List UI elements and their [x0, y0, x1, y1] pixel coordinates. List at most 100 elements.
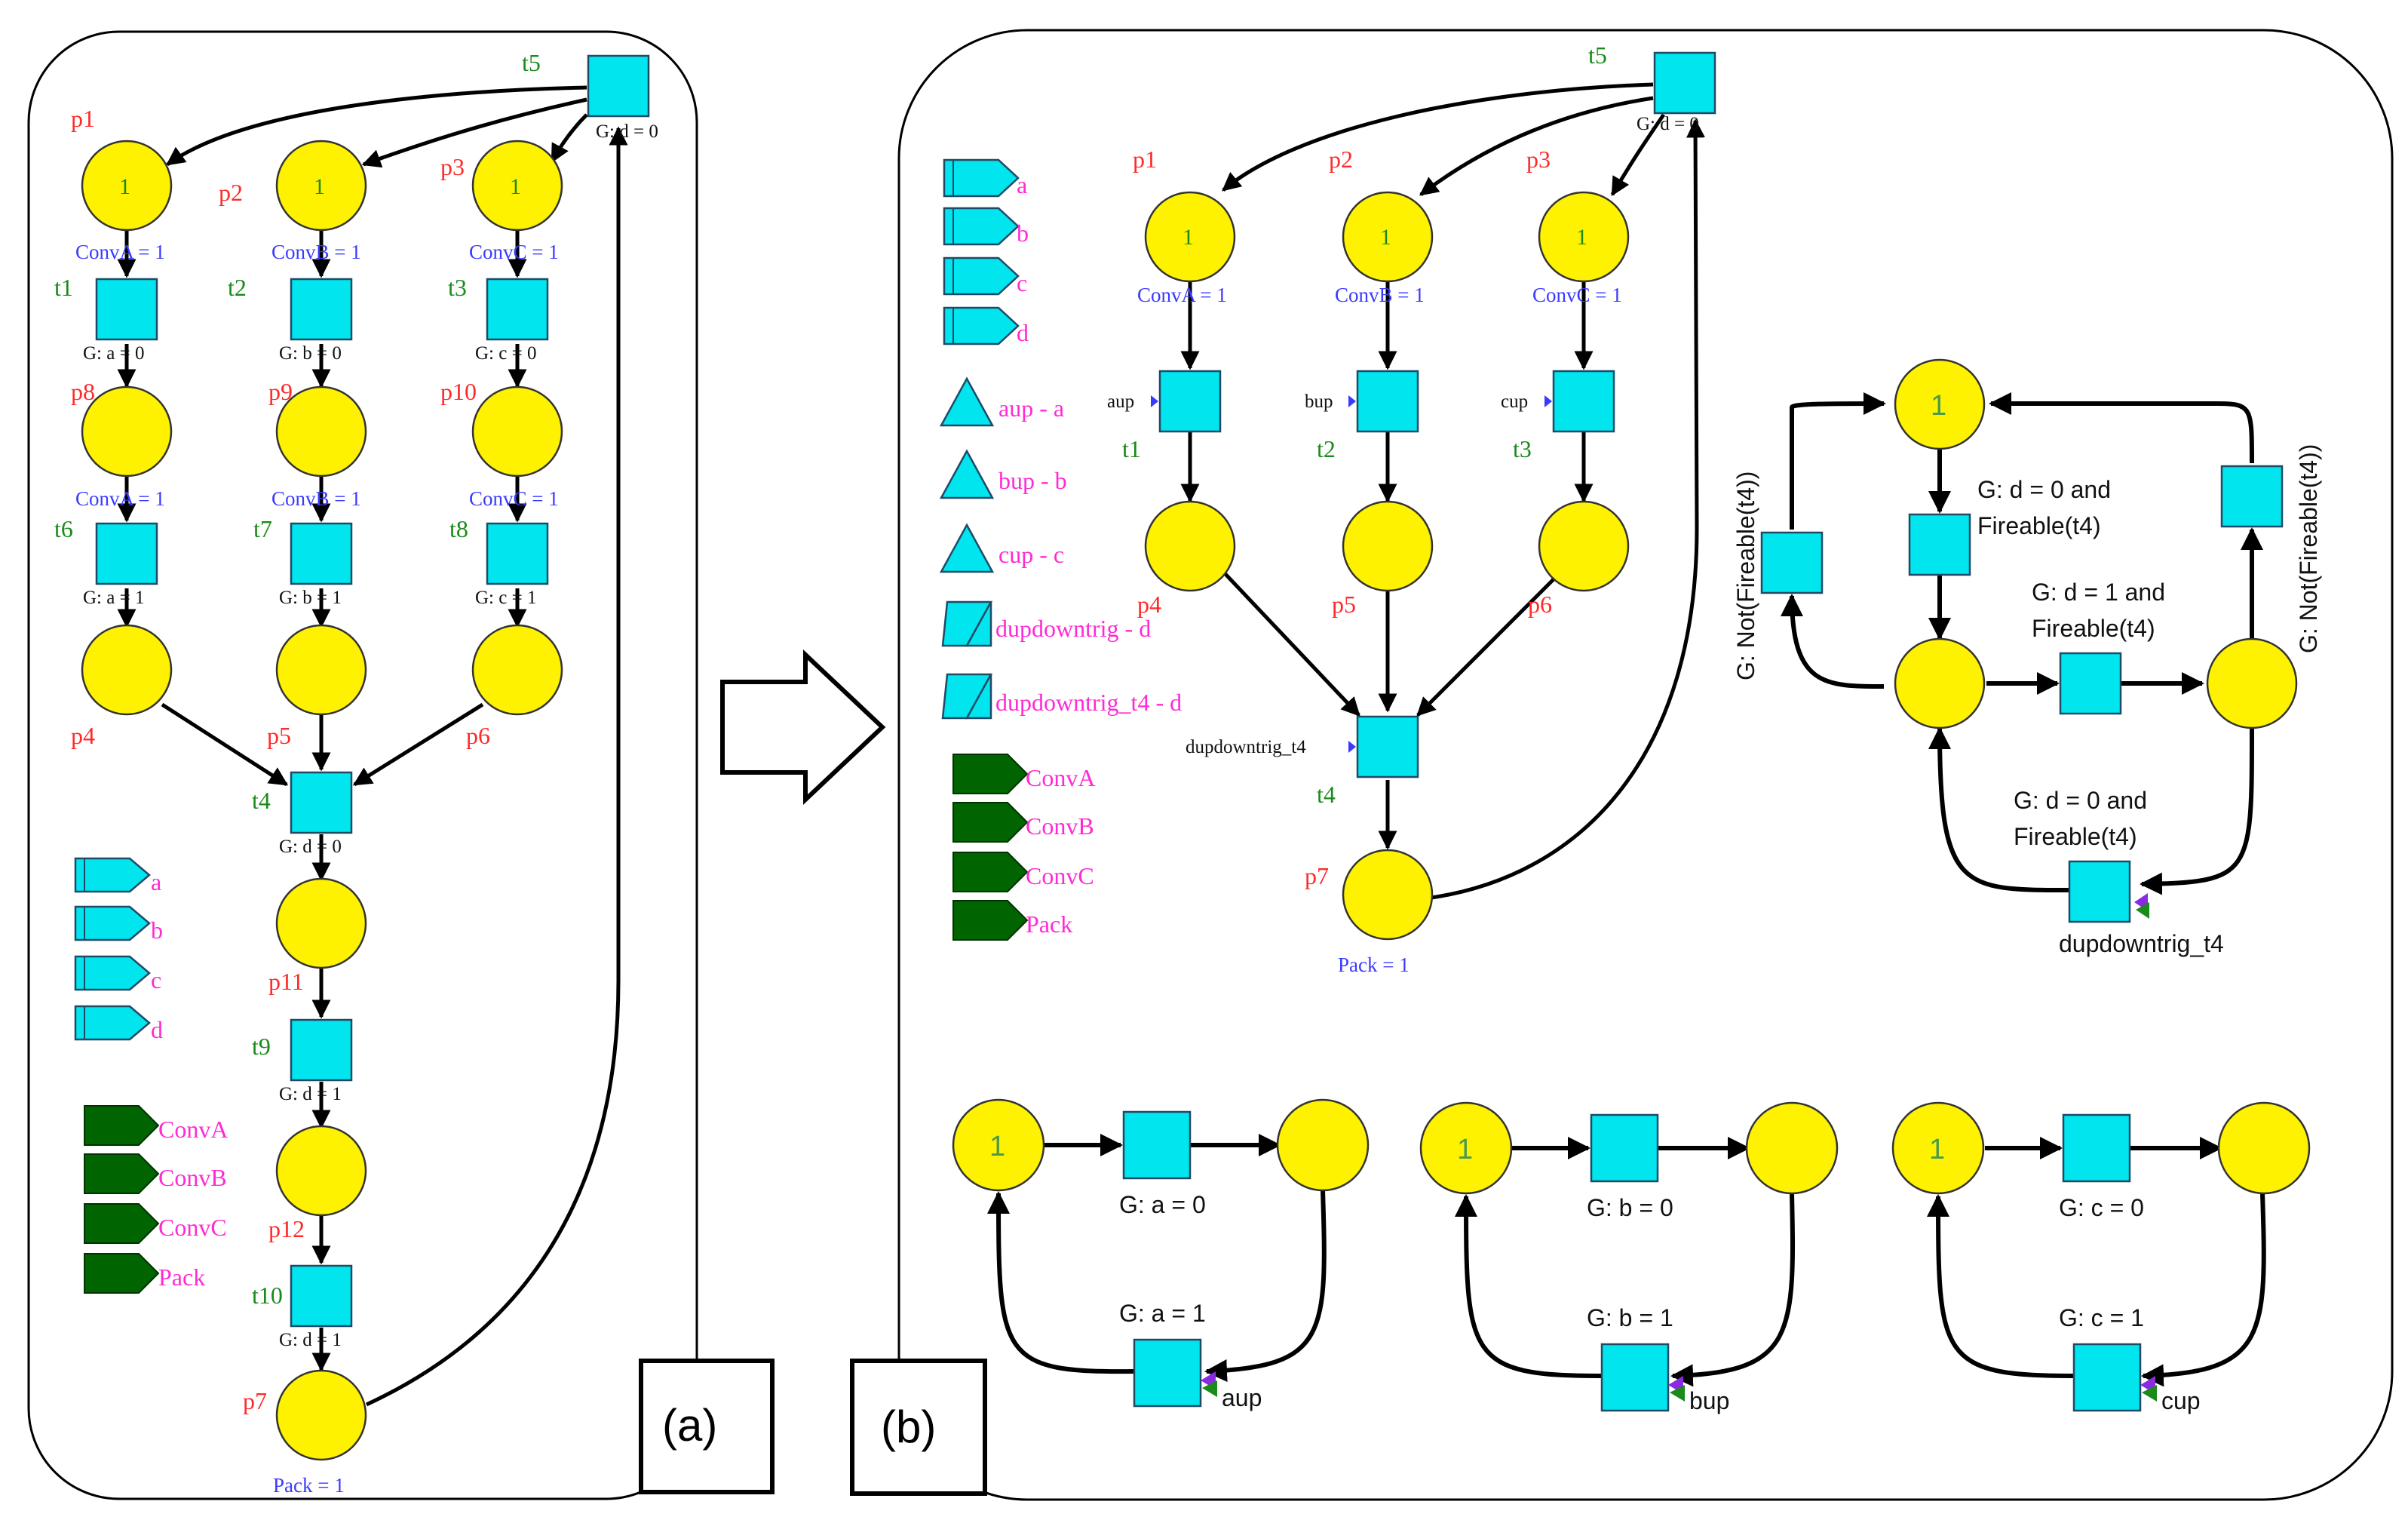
d-net-guard-mid-2: Fireable(t4): [2032, 615, 2155, 642]
label-p1: p1: [71, 105, 95, 132]
sensor-c-token: 1: [1929, 1134, 1945, 1165]
label-b-p2: p2: [1329, 146, 1353, 173]
sensor-c-transition-up[interactable]: [2062, 1113, 2131, 1183]
transition-t10[interactable]: [290, 1264, 353, 1328]
panel-a-labels: p1 p2 p3 p8 p9 p10 p4 p5 p6 p11 p12 p7 t…: [54, 49, 658, 1497]
label-b-p3: p3: [1526, 146, 1551, 173]
place-p8[interactable]: [81, 385, 173, 477]
panel-b-trigger-legend: aup - a bup - b cup - c dupdowntrig - d …: [939, 376, 1182, 720]
place-p11[interactable]: [275, 877, 367, 969]
panel-b-input-legend: a b c d: [943, 158, 1029, 346]
place-p1[interactable]: [81, 140, 173, 232]
transition-t9[interactable]: [290, 1018, 353, 1082]
aux-convb: ConvB = 1: [271, 241, 361, 263]
sensor-a-transition-up[interactable]: [1122, 1110, 1192, 1180]
d-net-transition-top[interactable]: [1908, 513, 1971, 576]
d-net-place-1[interactable]: [1894, 358, 1986, 450]
transition-t4[interactable]: [290, 771, 353, 834]
transform-arrow: [720, 649, 886, 805]
aux-pack: Pack = 1: [273, 1474, 345, 1497]
sensor-c-place-2[interactable]: [2217, 1101, 2311, 1195]
place-b-p6[interactable]: [1538, 500, 1630, 592]
place-p4[interactable]: [81, 624, 173, 716]
d-net-place-2[interactable]: [1894, 637, 1986, 729]
panel-b-output-legend: ConvA ConvB ConvC Pack: [952, 754, 1095, 941]
label-t5: t5: [522, 49, 541, 76]
d-net-transition-right[interactable]: [2220, 465, 2284, 528]
transition-b-t4[interactable]: [1356, 715, 1419, 778]
guard-t8: G: c = 1: [475, 588, 536, 608]
input-b-d: d: [1017, 319, 1029, 346]
sensor-a-guard-up: G: a = 0: [1119, 1191, 1206, 1218]
transition-b-t5[interactable]: [1653, 51, 1716, 115]
input-c: c: [151, 966, 161, 993]
output-pack: Pack: [158, 1264, 205, 1291]
transition-t6[interactable]: [95, 522, 158, 585]
transition-t3[interactable]: [486, 278, 549, 341]
aux-convb-2: ConvB = 1: [271, 487, 361, 510]
transition-b-t1[interactable]: [1158, 370, 1222, 433]
place-b-p3[interactable]: [1538, 191, 1630, 283]
place-b-p2[interactable]: [1342, 191, 1434, 283]
label-b-t3: t3: [1513, 435, 1532, 462]
place-p2[interactable]: [275, 140, 367, 232]
panel-b-main-arcs: [1180, 82, 1705, 900]
guard-t5: G: d = 0: [596, 121, 658, 142]
sensor-a-place-1[interactable]: [952, 1098, 1045, 1192]
panel-b-main-tokens: 1 1 1: [1183, 225, 1587, 250]
sensor-a-transition-down[interactable]: [1133, 1338, 1202, 1408]
label-b-p6: p6: [1528, 591, 1552, 618]
transition-t2[interactable]: [290, 278, 353, 341]
place-b-p1[interactable]: [1144, 191, 1236, 283]
transition-t8[interactable]: [486, 522, 549, 585]
transition-t5[interactable]: [587, 54, 650, 118]
sensor-a-trigger: aup: [1222, 1384, 1262, 1411]
place-p10[interactable]: [471, 385, 563, 477]
panel-b-main-places: [1144, 191, 1630, 941]
transition-t1[interactable]: [95, 278, 158, 341]
guard-t7: G: b = 1: [279, 588, 342, 608]
sensor-b-place-2[interactable]: [1745, 1101, 1839, 1195]
place-b-p5[interactable]: [1342, 500, 1434, 592]
guard-t6: G: a = 1: [83, 588, 144, 608]
trigger-legend-aup: aup - a: [998, 395, 1064, 422]
label-t3: t3: [448, 274, 467, 301]
panel-a-label: (a): [662, 1400, 717, 1451]
d-net-guard-bot-2: Fireable(t4): [2014, 823, 2137, 850]
d-signal-net: 1 G: d = 0 and Fireable(t4) G: d = 1 and…: [1732, 358, 2322, 957]
sensor-b-transition-up[interactable]: [1590, 1113, 1659, 1183]
place-p12[interactable]: [275, 1125, 367, 1217]
place-p3[interactable]: [471, 140, 563, 232]
sensor-c-guard-up: G: c = 0: [2059, 1194, 2144, 1221]
token-p1: 1: [119, 174, 130, 199]
sensor-b-place-1[interactable]: [1419, 1101, 1513, 1195]
place-p6[interactable]: [471, 624, 563, 716]
place-p5[interactable]: [275, 624, 367, 716]
label-p9: p9: [268, 378, 293, 405]
sensor-b-transition-down[interactable]: [1600, 1343, 1670, 1412]
sensor-c-trigger: cup: [2161, 1387, 2201, 1414]
transition-b-t2[interactable]: [1356, 370, 1419, 433]
label-b-p1: p1: [1133, 146, 1157, 173]
sensor-c-transition-down[interactable]: [2072, 1343, 2142, 1412]
sensor-a-place-2[interactable]: [1276, 1098, 1370, 1192]
d-net-transition-bottom[interactable]: [2068, 860, 2131, 923]
d-net-place-3[interactable]: [2206, 637, 2298, 729]
sensor-c-place-1[interactable]: [1891, 1101, 1985, 1195]
label-t4: t4: [252, 787, 271, 814]
place-p9[interactable]: [275, 385, 367, 477]
place-p7[interactable]: [275, 1369, 367, 1461]
label-p4: p4: [71, 722, 95, 749]
panel-a-label-box: [639, 1359, 775, 1494]
token-p3: 1: [510, 174, 521, 199]
transition-b-t3[interactable]: [1552, 370, 1615, 433]
trigger-legend-dupdowntrig: dupdowntrig - d: [995, 615, 1151, 642]
place-b-p7[interactable]: [1342, 849, 1434, 941]
place-b-p4[interactable]: [1144, 500, 1236, 592]
sensor-b-guard-up: G: b = 0: [1587, 1194, 1673, 1221]
transition-t7[interactable]: [290, 522, 353, 585]
output-b-pack: Pack: [1026, 910, 1072, 938]
d-net-transition-left[interactable]: [1760, 531, 1824, 594]
d-net-transition-mid[interactable]: [2059, 652, 2122, 715]
token-b-p2: 1: [1380, 225, 1391, 250]
